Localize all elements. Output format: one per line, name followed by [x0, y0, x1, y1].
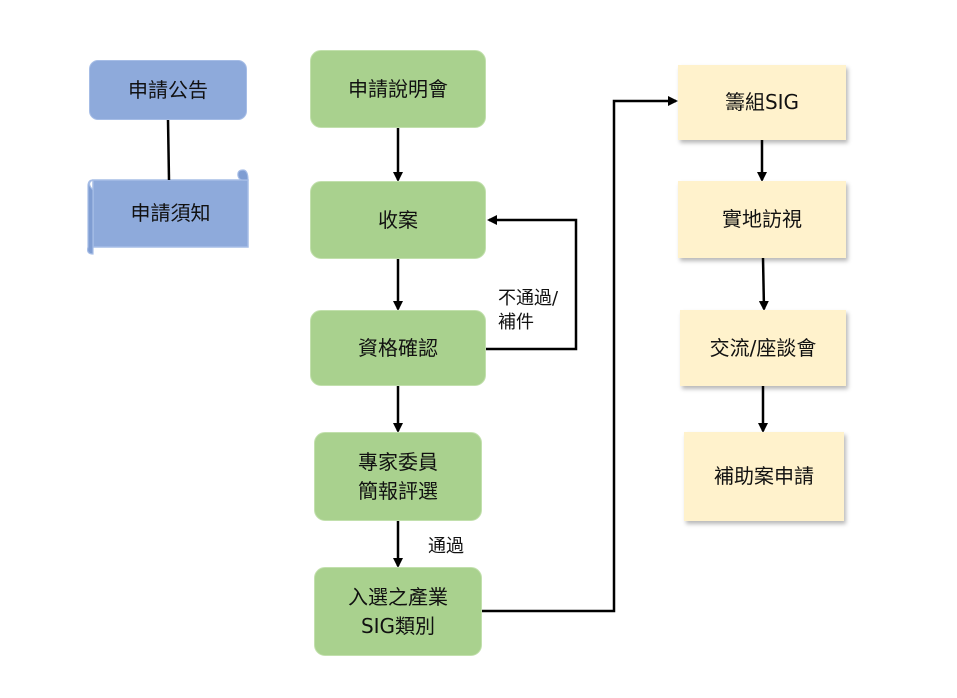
- arrow-visit-exchange: [758, 257, 769, 311]
- subsidy-node: 補助案申請: [684, 432, 844, 521]
- connector-announcement-notice: [166, 119, 171, 181]
- receive-node: 收案: [310, 181, 486, 259]
- selected-node: 入選之產業 SIG類別: [314, 567, 482, 656]
- scroll-shape: [86, 169, 249, 255]
- expert-review-node: 專家委員 簡報評選: [314, 432, 482, 521]
- arrow-feedback-loop: [486, 215, 578, 351]
- qualification-node: 資格確認: [310, 310, 486, 386]
- fail-resubmit-label: 不通過/ 補件: [498, 288, 559, 334]
- announcement-node: 申請公告: [89, 60, 247, 120]
- notice-node: 申請須知: [130, 201, 211, 225]
- pass-label: 通過: [428, 536, 464, 557]
- arrow-selected-formsig: [482, 96, 678, 613]
- site-visit-node: 實地訪視: [678, 181, 846, 258]
- briefing-node: 申請說明會: [310, 50, 486, 128]
- form-sig-node: 籌組SIG: [678, 65, 846, 140]
- exchange-node: 交流/座談會: [680, 310, 846, 386]
